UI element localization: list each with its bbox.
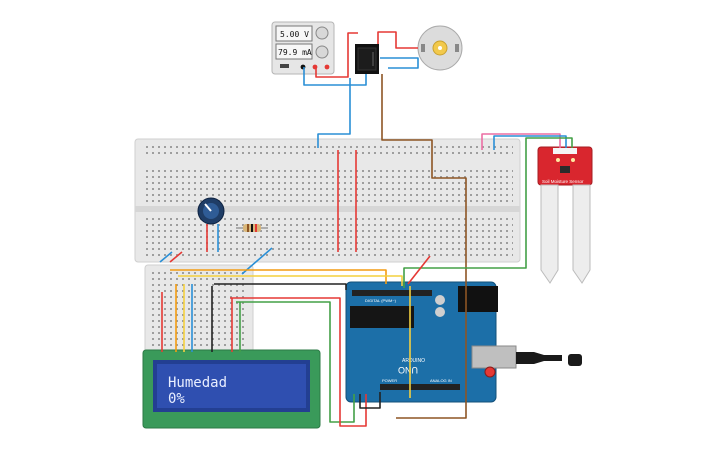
wire-blue xyxy=(159,251,173,263)
wire-blue xyxy=(493,135,567,150)
arduino-uno: ARDUINO UNO DIGITAL (PWM~) POWER ANALOG … xyxy=(345,281,582,403)
wire-blue xyxy=(303,67,367,86)
sensor-label: Soil Moisture Sensor xyxy=(542,179,584,184)
current-readout: 79.9 mA xyxy=(278,48,312,57)
digital-header xyxy=(352,290,432,296)
relay xyxy=(355,44,379,74)
analog-header xyxy=(380,384,460,390)
potentiometer[interactable] xyxy=(197,197,225,225)
main-breadboard xyxy=(134,138,521,263)
analog-label: ANALOG IN xyxy=(430,378,452,383)
lcd-line-2: 0% xyxy=(168,391,185,407)
wire-red xyxy=(230,297,367,427)
digital-label: DIGITAL (PWM~) xyxy=(365,298,397,303)
arduino-model: UNO xyxy=(398,365,418,375)
wire-red xyxy=(377,31,418,49)
voltage-readout: 5.00 V xyxy=(280,30,309,39)
wire-yellow xyxy=(178,275,403,286)
soil-moisture-sensor: Soil Moisture Sensor xyxy=(537,146,593,284)
arduino-brand: ARDUINO xyxy=(402,358,425,364)
voltage-knob[interactable] xyxy=(315,26,329,40)
resistor xyxy=(236,224,268,232)
power-label: POWER xyxy=(382,378,397,383)
reset-button[interactable] xyxy=(484,366,496,378)
wire-black xyxy=(214,283,347,290)
wire-green xyxy=(236,301,355,423)
dc-motor xyxy=(417,25,463,71)
wire-green xyxy=(403,137,573,288)
wire-red xyxy=(169,251,183,263)
wire-pink xyxy=(481,133,561,150)
wire-black xyxy=(359,392,381,409)
wire-red xyxy=(407,255,431,285)
wire-blue xyxy=(380,57,419,69)
wires xyxy=(159,31,573,427)
atmega-chip xyxy=(350,306,414,328)
lcd-line-1: Humedad xyxy=(168,375,227,391)
current-knob[interactable] xyxy=(315,45,329,59)
wire-brown xyxy=(381,74,467,419)
wire-red xyxy=(315,32,358,78)
wire-orange xyxy=(170,269,387,284)
wire-blue xyxy=(317,78,351,148)
lcd-display: Humedad 0% xyxy=(142,349,321,429)
power-supply[interactable]: 5.00 V 79.9 mA xyxy=(271,21,335,75)
